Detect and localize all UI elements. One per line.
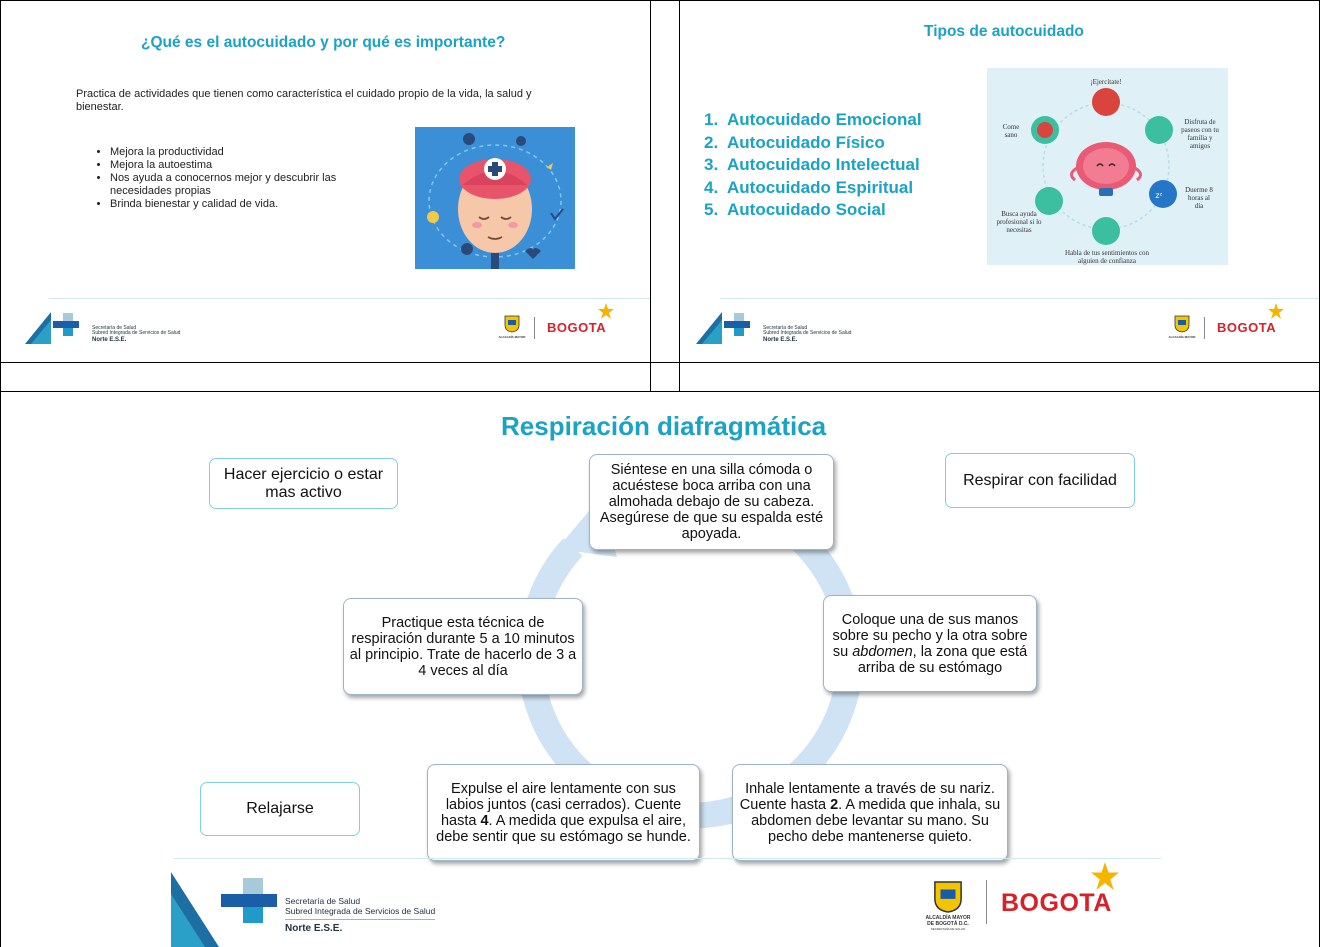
self-care-wheel: zᶻ ¡Ejercítate! Disfruta de paseos con t… [987, 68, 1228, 265]
step-text: Coloque una de sus manos sobre su pecho … [832, 611, 1028, 660]
box-relajarse: Relajarse [200, 782, 360, 836]
footer-alcaldia-3: SECRETARÍA DE SALUD [930, 927, 966, 931]
step-count: 2 [830, 796, 839, 813]
list-item: 1. Autocuidado Emocional [704, 110, 922, 129]
slide1-bullet-list: Mejora la productividad Mejora la autoes… [96, 146, 380, 211]
footer-subred: Subred Integrada de Servicios de Salud [763, 330, 852, 336]
bogota-wordmark: BOGOTA [1001, 889, 1112, 917]
list-item: 3. Autocuidado Intelectual [704, 155, 920, 174]
footer-divider [173, 858, 1161, 859]
list-item: 2. Autocuidado Físico [704, 132, 885, 152]
svg-text:zᶻ: zᶻ [1155, 191, 1162, 200]
footer-vertical-divider [534, 317, 535, 339]
professional-help-icon [1035, 187, 1063, 215]
list-item: Nos ayuda a conocernos mejor y descubrir… [110, 172, 380, 198]
footer-alcaldia-2: DE BOGOTÁ D.C. [927, 921, 969, 927]
box-hacer-ejercicio: Hacer ejercicio o estar mas activo [209, 458, 398, 509]
step-emphasis: abdomen [852, 643, 913, 660]
family-walk-icon [1145, 116, 1173, 144]
wheel-label-sleep: Duerme 8 horas al día [1185, 186, 1213, 210]
bogota-coat-of-arms-icon [504, 315, 520, 333]
brain-icon [1070, 142, 1142, 196]
subred-logo-icon [25, 312, 79, 344]
footer-secretaria: Secretaría de Salud [763, 325, 808, 331]
step-count: 4 [480, 812, 489, 829]
step-box-posicion: Siéntese en una silla cómoda o acuéstese… [589, 454, 834, 550]
slide-respiracion-diafragmatica: Respiración diafragmática Hacer ejercici… [1, 392, 1319, 947]
list-item: 4. Autocuidado Espiritual [704, 177, 914, 197]
footer-norte: Norte E.S.E. [763, 337, 798, 343]
footer-secretaria: Secretaría de Salud [92, 325, 137, 331]
sleep-icon [1149, 180, 1177, 208]
step-text: Expulse el aire lentamente con sus labio… [440, 780, 682, 829]
list-item: Mejora la autoestima [110, 159, 380, 172]
footer-norte-underline [285, 919, 435, 920]
footer-norte: Norte E.S.E. [285, 923, 343, 934]
slide3-title: Respiración diafragmática [501, 411, 827, 441]
slide2-title: Tipos de autocuidado [924, 23, 1084, 40]
footer-vertical-divider [1204, 317, 1205, 339]
step-text: Inhale lentamente a través de su nariz. … [739, 780, 995, 813]
list-item: 5. Autocuidado Social [704, 200, 886, 219]
step-text: , la zona que está arriba de su estómago [857, 643, 1028, 676]
box-respirar-facilidad: Respirar con facilidad [945, 453, 1135, 508]
step-box-manos: Coloque una de sus manos sobre su pecho … [823, 595, 1037, 692]
bogota-coat-of-arms-icon [934, 881, 962, 913]
wheel-label-talk: Habla de tus sentimientos con alguien de… [1065, 249, 1149, 265]
footer-divider [720, 298, 1319, 299]
subred-logo-icon [171, 872, 277, 947]
slide1-title: ¿Qué es el autocuidado y por qué es impo… [141, 34, 506, 51]
wheel-label-family: Disfruta de paseos con tu familia y amig… [1181, 118, 1219, 150]
slide1-intro: Practica de actividades que tienen como … [76, 88, 532, 113]
footer-norte: Norte E.S.E. [92, 337, 127, 343]
footer-alcaldia: ALCALDÍA MAYOR [1168, 335, 1196, 339]
footer-divider [49, 298, 650, 299]
wheel-label-eat: Come sano [1002, 123, 1020, 139]
types-list: 1. Autocuidado Emocional 2. Autocuidado … [704, 109, 922, 222]
step-box-expulse: Expulse el aire lentamente con sus labio… [427, 764, 700, 861]
wheel-label-help: Busca ayuda profesional si lo necesitas [996, 210, 1042, 234]
footer-alcaldia-1: ALCALDÍA MAYOR [925, 915, 971, 921]
step-text: . A medida que expulsa el aire, debe sen… [436, 812, 691, 845]
exercise-icon [1092, 88, 1120, 116]
subred-logo-icon [696, 312, 750, 344]
bogota-wordmark: BOGOTA [547, 320, 607, 335]
step-box-inhale: Inhale lentamente a través de su nariz. … [732, 764, 1008, 861]
footer-secretaria: Secretaría de Salud [285, 896, 361, 906]
bogota-wordmark: BOGOTA [1217, 320, 1277, 335]
list-item: Mejora la productividad [110, 146, 380, 159]
footer-subred: Subred Integrada de Servicios de Salud [285, 906, 436, 916]
footer-vertical-divider [986, 880, 987, 924]
slide-autocuidado-importancia: ¿Qué es el autocuidado y por qué es impo… [1, 1, 650, 362]
step-text: . A medida que inhala, su abdomen debe l… [751, 796, 1001, 845]
footer-alcaldia: ALCALDÍA MAYOR [498, 335, 526, 339]
self-care-head-illustration [415, 127, 575, 269]
wheel-label-exercise: ¡Ejercítate! [1090, 78, 1122, 86]
list-item: Brinda bienestar y calidad de vida. [110, 198, 380, 211]
bogota-coat-of-arms-icon [1174, 315, 1190, 333]
step-box-practique: Practique esta técnica de respiración du… [343, 598, 583, 695]
talk-icon [1092, 217, 1120, 245]
slide-tipos-autocuidado: Tipos de autocuidado 1. Autocuidado Emoc… [680, 1, 1319, 362]
bogota-star-icon [1091, 862, 1119, 890]
footer-subred: Subred Integrada de Servicios de Salud [92, 330, 181, 336]
bogota-star-icon [1268, 303, 1284, 319]
bogota-star-icon [598, 303, 614, 319]
